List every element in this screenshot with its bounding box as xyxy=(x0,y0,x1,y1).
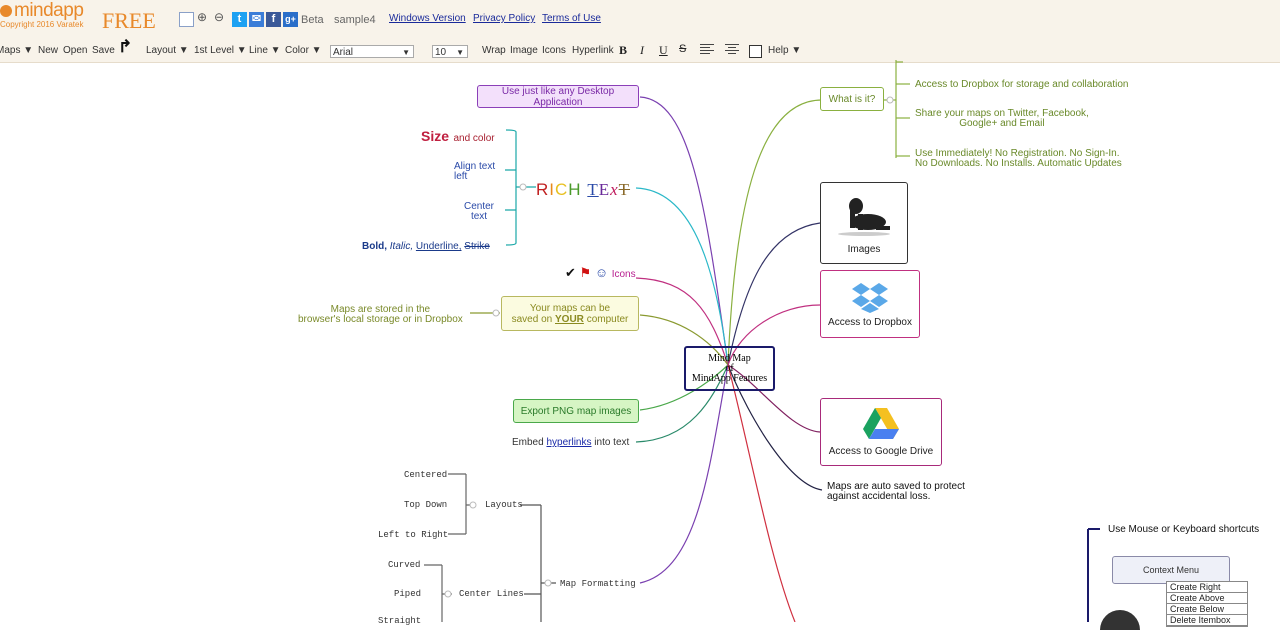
node-share-maps[interactable]: Share your maps on Twitter, Facebook, Go… xyxy=(915,108,1089,129)
email-icon[interactable]: ✉ xyxy=(249,12,264,27)
image-button[interactable]: Image xyxy=(510,45,538,56)
hyperlink-button[interactable]: Hyperlink xyxy=(572,45,614,56)
node-line-piped[interactable]: Piped xyxy=(394,589,422,599)
node-rich-text[interactable]: RICH TExT xyxy=(536,180,631,199)
font-size-select[interactable]: 10 ▼ xyxy=(432,45,468,58)
node-align-left[interactable]: Align text left xyxy=(454,161,496,182)
icons-button[interactable]: Icons xyxy=(542,45,566,56)
free-label: FREE xyxy=(102,8,156,33)
node-layout-left-to-right[interactable]: Left to Right xyxy=(378,530,449,540)
node-your-maps[interactable]: Your maps can be saved on YOUR computer xyxy=(501,296,639,331)
node-layouts[interactable]: Layouts xyxy=(485,500,523,510)
node-center-lines[interactable]: Center Lines xyxy=(459,589,524,599)
central-node[interactable]: Mind Map of MindApp Features xyxy=(684,346,775,391)
node-icons[interactable]: ✔ ⚑ ☺ Icons xyxy=(565,265,636,280)
node-images[interactable]: Images xyxy=(820,182,908,264)
check-icon: ✔ xyxy=(565,265,576,280)
save-button[interactable]: Save xyxy=(92,45,115,56)
line-menu[interactable]: Line ▼ xyxy=(249,45,281,56)
hyperlinks-link[interactable]: hyperlinks xyxy=(546,437,592,448)
chevron-down-icon: ▼ xyxy=(456,48,464,57)
node-dropbox[interactable]: Access to Dropbox xyxy=(820,270,920,338)
zoom-out-icon[interactable]: ⊖ xyxy=(214,10,225,24)
wrap-button[interactable]: Wrap xyxy=(482,45,506,56)
menu-item-create-above[interactable]: Create Above xyxy=(1167,593,1247,604)
flag-icon: ⚑ xyxy=(579,265,592,280)
first-level-menu[interactable]: 1st Level ▼ xyxy=(194,45,247,56)
menu-item-delete-itembox[interactable]: Delete Itembox xyxy=(1167,615,1247,626)
dog-image-icon xyxy=(838,197,890,236)
node-text-styles[interactable]: Bold, Italic, Underline, Strike xyxy=(362,241,490,252)
node-line-straight[interactable]: Straight xyxy=(378,616,422,626)
redo-icon[interactable]: ↱ xyxy=(118,37,133,56)
node-context-menu[interactable]: Context Menu xyxy=(1112,556,1230,584)
menu-item-create-below[interactable]: Create Below xyxy=(1167,604,1247,615)
google-drive-icon xyxy=(863,407,899,439)
dropbox-icon xyxy=(852,282,888,313)
maps-menu[interactable]: Maps ▼ xyxy=(0,45,34,56)
node-shortcuts[interactable]: Use Mouse or Keyboard shortcuts xyxy=(1108,524,1260,535)
windows-version-link[interactable]: Windows Version xyxy=(389,13,466,24)
node-use-immediately[interactable]: Use Immediately! No Registration. No Sig… xyxy=(915,148,1122,169)
node-center-text[interactable]: Center text xyxy=(464,201,495,222)
map-thumbnail-toggle[interactable] xyxy=(179,12,194,27)
google-plus-icon[interactable]: g+ xyxy=(283,12,298,27)
node-what-is-it[interactable]: What is it? xyxy=(820,87,884,111)
node-google-drive[interactable]: Access to Google Drive xyxy=(820,398,942,466)
open-button[interactable]: Open xyxy=(63,45,88,56)
privacy-policy-link[interactable]: Privacy Policy xyxy=(473,13,536,24)
node-autosave[interactable]: Maps are auto saved to protect against a… xyxy=(827,481,965,502)
twitter-icon[interactable]: t xyxy=(232,12,247,27)
node-line-curved[interactable]: Curved xyxy=(388,560,421,570)
layout-menu[interactable]: Layout ▼ xyxy=(146,45,189,56)
color-menu[interactable]: Color ▼ xyxy=(285,45,322,56)
font-family-select[interactable]: Arial ▼ xyxy=(330,45,414,58)
node-desktop-application[interactable]: Use just like any Desktop Application xyxy=(477,85,639,108)
beta-label: Beta xyxy=(301,14,324,26)
node-map-formatting[interactable]: Map Formatting xyxy=(560,579,636,589)
node-embed-hyperlinks[interactable]: Embed hyperlinks into text xyxy=(512,437,630,448)
node-layout-top-down[interactable]: Top Down xyxy=(404,500,448,510)
strike-button[interactable]: S xyxy=(679,43,687,55)
logo-icon xyxy=(0,5,12,17)
menu-item-create-right[interactable]: Create Right xyxy=(1167,582,1247,593)
node-dropbox-storage[interactable]: Access to Dropbox for storage and collab… xyxy=(915,79,1129,90)
border-toggle-checkbox[interactable] xyxy=(749,45,762,58)
zoom-in-icon[interactable]: ⊕ xyxy=(197,10,208,24)
mindapp-logo[interactable]: mindapp xyxy=(0,0,84,22)
chevron-down-icon: ▼ xyxy=(402,48,410,57)
smile-icon: ☺ xyxy=(594,265,609,280)
terms-of-use-link[interactable]: Terms of Use xyxy=(542,13,601,24)
italic-button[interactable]: I xyxy=(640,43,644,57)
node-export-png[interactable]: Export PNG map images xyxy=(513,399,639,423)
app-header: mindapp Copyright 2016 Varatek FREE ⊕ ⊖ … xyxy=(0,0,1280,63)
node-size-and-color[interactable]: Size and color xyxy=(421,128,495,144)
align-left-icon[interactable] xyxy=(700,42,714,54)
node-layout-centered[interactable]: Centered xyxy=(404,470,448,480)
map-name: sample4 xyxy=(334,14,376,26)
facebook-icon[interactable]: f xyxy=(266,12,281,27)
align-center-icon[interactable] xyxy=(725,42,739,54)
bold-button[interactable]: B xyxy=(619,43,628,57)
underline-button[interactable]: U xyxy=(659,43,668,57)
new-button[interactable]: New xyxy=(38,45,59,56)
node-maps-stored[interactable]: Maps are stored in the browser's local s… xyxy=(298,304,463,325)
copyright-text: Copyright 2016 Varatek xyxy=(0,20,84,29)
context-menu-popup: Create Right Create Above Create Below D… xyxy=(1166,581,1248,627)
help-menu[interactable]: Help ▼ xyxy=(768,45,802,56)
